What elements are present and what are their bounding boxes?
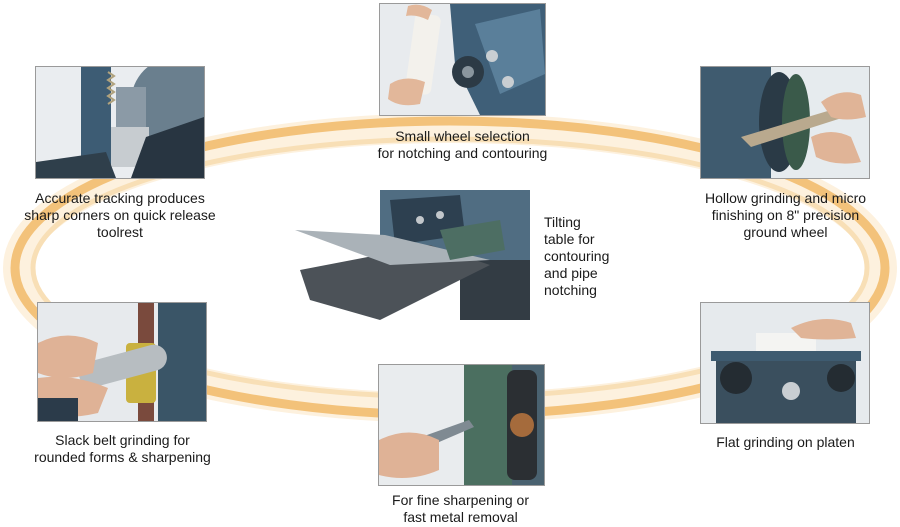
caption-fine: For fine sharpening or fast metal remova… <box>392 492 529 525</box>
photo-tilting <box>290 190 530 320</box>
hollow-grinding-photo <box>701 67 869 178</box>
small-wheel-grinder-photo <box>380 4 545 115</box>
photo-small-wheel <box>379 3 546 116</box>
photo-tracking <box>35 66 205 179</box>
photo-fine <box>378 364 545 486</box>
caption-small-wheel: Small wheel selection for notching and c… <box>377 128 548 161</box>
caption-tilting: Tilting table for contouring and pipe no… <box>544 214 610 298</box>
photo-slack <box>37 302 207 422</box>
caption-slack: Slack belt grinding for rounded forms & … <box>34 432 211 465</box>
caption-flat: Flat grinding on platen <box>716 434 855 450</box>
fine-sharpening-photo <box>379 365 544 485</box>
caption-hollow: Hollow grinding and micro finishing on 8… <box>704 190 867 240</box>
photo-hollow <box>700 66 870 179</box>
tilting-table-photo <box>295 190 530 320</box>
photo-flat <box>700 302 870 424</box>
slack-belt-pipe-photo <box>38 303 206 421</box>
caption-tracking: Accurate tracking produces sharp corners… <box>24 190 216 240</box>
flat-platen-photo <box>701 303 869 423</box>
toolrest-tracking-photo <box>36 67 204 178</box>
